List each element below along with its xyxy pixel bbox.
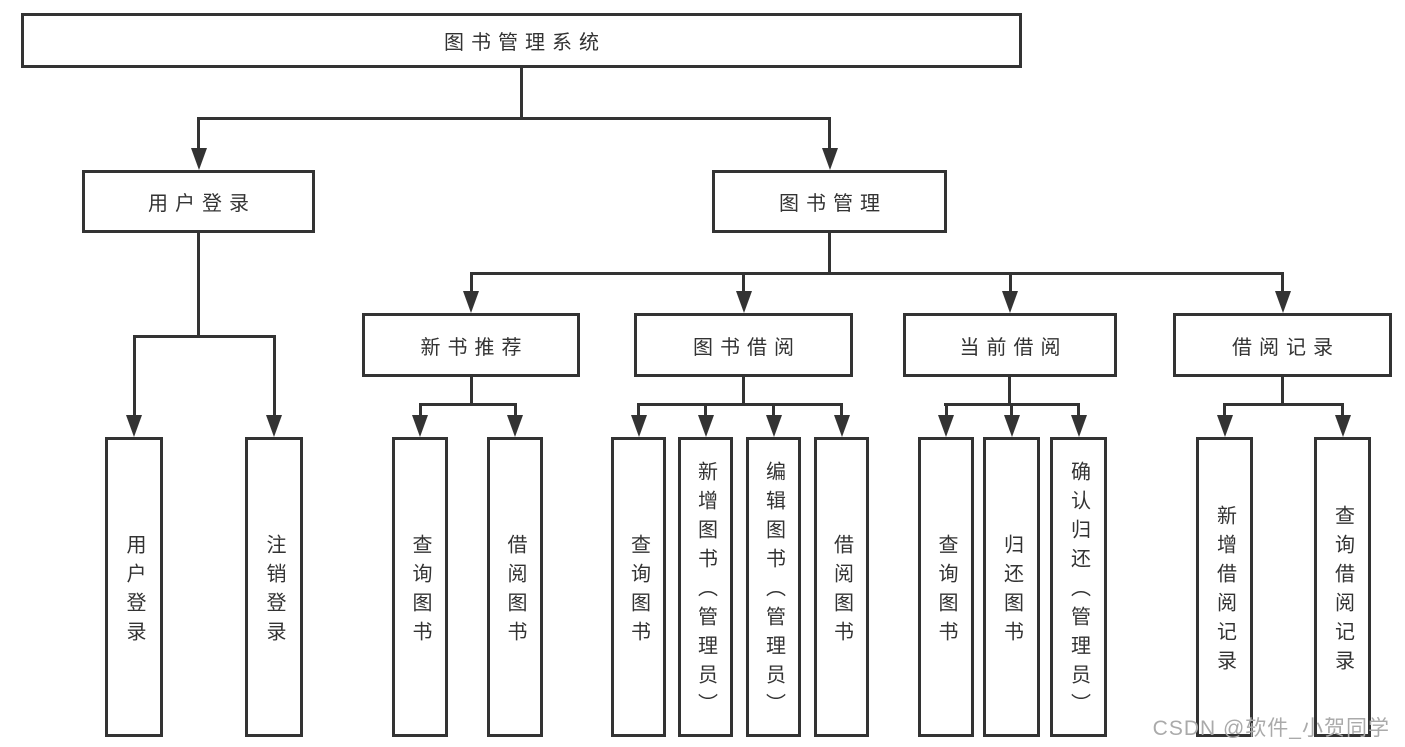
connector-line	[1223, 403, 1226, 421]
connector-line	[1010, 403, 1013, 421]
node-book-management: 图书管理	[712, 170, 947, 233]
connector-line	[1281, 272, 1284, 297]
arrowhead-down-icon	[190, 148, 207, 170]
connector-line	[197, 117, 200, 154]
connector-line	[419, 403, 517, 406]
arrowhead-down-icon	[1274, 291, 1291, 313]
connector-line	[132, 335, 136, 421]
leaf-bb-edit-books-admin-label: 编辑图书（管理员）	[762, 461, 785, 722]
node-new-book-recommend: 新书推荐	[362, 313, 580, 377]
leaf-cb-return-books-label: 归还图书	[1000, 533, 1023, 650]
node-new-book-recommend-label: 新书推荐	[420, 336, 529, 359]
arrowhead-down-icon	[697, 415, 714, 437]
arrowhead-down-icon	[463, 291, 479, 313]
arrowhead-down-icon	[821, 148, 838, 170]
arrowhead-down-icon	[1216, 415, 1233, 437]
node-user-login: 用户登录	[82, 170, 315, 233]
arrowhead-down-icon	[126, 415, 142, 437]
arrowhead-down-icon	[1070, 415, 1087, 437]
leaf-cb-query-books: 查询图书	[918, 437, 974, 737]
arrowhead-down-icon	[833, 415, 850, 437]
leaf-bb-borrow-books-label: 借阅图书	[830, 533, 853, 650]
connector-line	[828, 233, 831, 272]
node-book-borrow: 图书借阅	[634, 313, 853, 377]
leaf-logout-label: 注销登录	[263, 533, 285, 650]
node-root: 图书管理系统	[21, 13, 1022, 68]
leaf-nb-query-books-label: 查询图书	[409, 533, 431, 650]
connector-line	[197, 117, 831, 120]
leaf-bb-borrow-books: 借阅图书	[814, 437, 869, 737]
node-user-login-label: 用户登录	[148, 193, 256, 215]
connector-line	[637, 403, 640, 421]
node-current-borrow-label: 当前借阅	[959, 336, 1068, 359]
connector-line	[469, 272, 473, 297]
leaf-nb-borrow-books-label: 借阅图书	[504, 533, 526, 650]
connector-line	[272, 335, 276, 421]
connector-line	[704, 403, 707, 421]
arrowhead-down-icon	[507, 415, 523, 437]
connector-line	[828, 117, 831, 154]
connector-line	[418, 403, 422, 421]
connector-line	[772, 403, 775, 421]
connector-line	[1077, 403, 1080, 421]
arrowhead-down-icon	[938, 415, 954, 437]
leaf-bb-add-books-admin: 新增图书（管理员）	[678, 437, 733, 737]
connector-line	[470, 377, 473, 403]
leaf-nb-borrow-books: 借阅图书	[487, 437, 543, 737]
connector-line	[197, 233, 200, 335]
connector-line	[1008, 377, 1011, 403]
connector-line	[1223, 403, 1344, 406]
leaf-br-add-record-label: 新增借阅记录	[1213, 504, 1236, 679]
connector-line	[1281, 377, 1284, 403]
leaf-br-query-record-label: 查询借阅记录	[1331, 504, 1354, 679]
node-book-borrow-label: 图书借阅	[693, 336, 801, 359]
connector-line	[944, 403, 948, 421]
node-book-management-label: 图书管理	[779, 193, 887, 215]
leaf-cb-confirm-return-admin: 确认归还（管理员）	[1050, 437, 1107, 737]
connector-line	[1341, 403, 1344, 421]
leaf-user-login-label: 用户登录	[123, 533, 145, 650]
arrowhead-down-icon	[765, 415, 782, 437]
node-borrow-records-label: 借阅记录	[1232, 336, 1340, 359]
leaf-bb-edit-books-admin: 编辑图书（管理员）	[746, 437, 801, 737]
arrowhead-down-icon	[1002, 291, 1018, 313]
connector-line	[1008, 272, 1012, 297]
connector-line	[133, 335, 276, 338]
connector-line	[513, 403, 517, 421]
leaf-bb-query-books-label: 查询图书	[627, 533, 650, 650]
connector-line	[637, 403, 843, 406]
arrowhead-down-icon	[1003, 415, 1020, 437]
arrowhead-down-icon	[1334, 415, 1351, 437]
node-current-borrow: 当前借阅	[903, 313, 1117, 377]
connector-line	[520, 68, 523, 117]
arrowhead-down-icon	[735, 291, 752, 313]
arrowhead-down-icon	[630, 415, 647, 437]
leaf-nb-query-books: 查询图书	[392, 437, 448, 737]
arrowhead-down-icon	[412, 415, 428, 437]
node-root-label: 图书管理系统	[444, 32, 606, 54]
leaf-bb-add-books-admin-label: 新增图书（管理员）	[694, 461, 717, 722]
arrowhead-down-icon	[266, 415, 282, 437]
leaf-cb-confirm-return-admin-label: 确认归还（管理员）	[1067, 461, 1090, 722]
leaf-cb-query-books-label: 查询图书	[935, 533, 957, 650]
leaf-logout: 注销登录	[245, 437, 303, 737]
leaf-bb-query-books: 查询图书	[611, 437, 666, 737]
connector-line	[742, 272, 745, 297]
leaf-br-add-record: 新增借阅记录	[1196, 437, 1253, 737]
csdn-watermark: CSDN @软件_小贺同学	[1152, 717, 1390, 740]
leaf-br-query-record: 查询借阅记录	[1314, 437, 1371, 737]
leaf-user-login: 用户登录	[105, 437, 163, 737]
connector-line	[742, 377, 745, 403]
connector-line	[470, 272, 1284, 275]
leaf-cb-return-books: 归还图书	[983, 437, 1040, 737]
node-borrow-records: 借阅记录	[1173, 313, 1392, 377]
connector-line	[840, 403, 843, 421]
